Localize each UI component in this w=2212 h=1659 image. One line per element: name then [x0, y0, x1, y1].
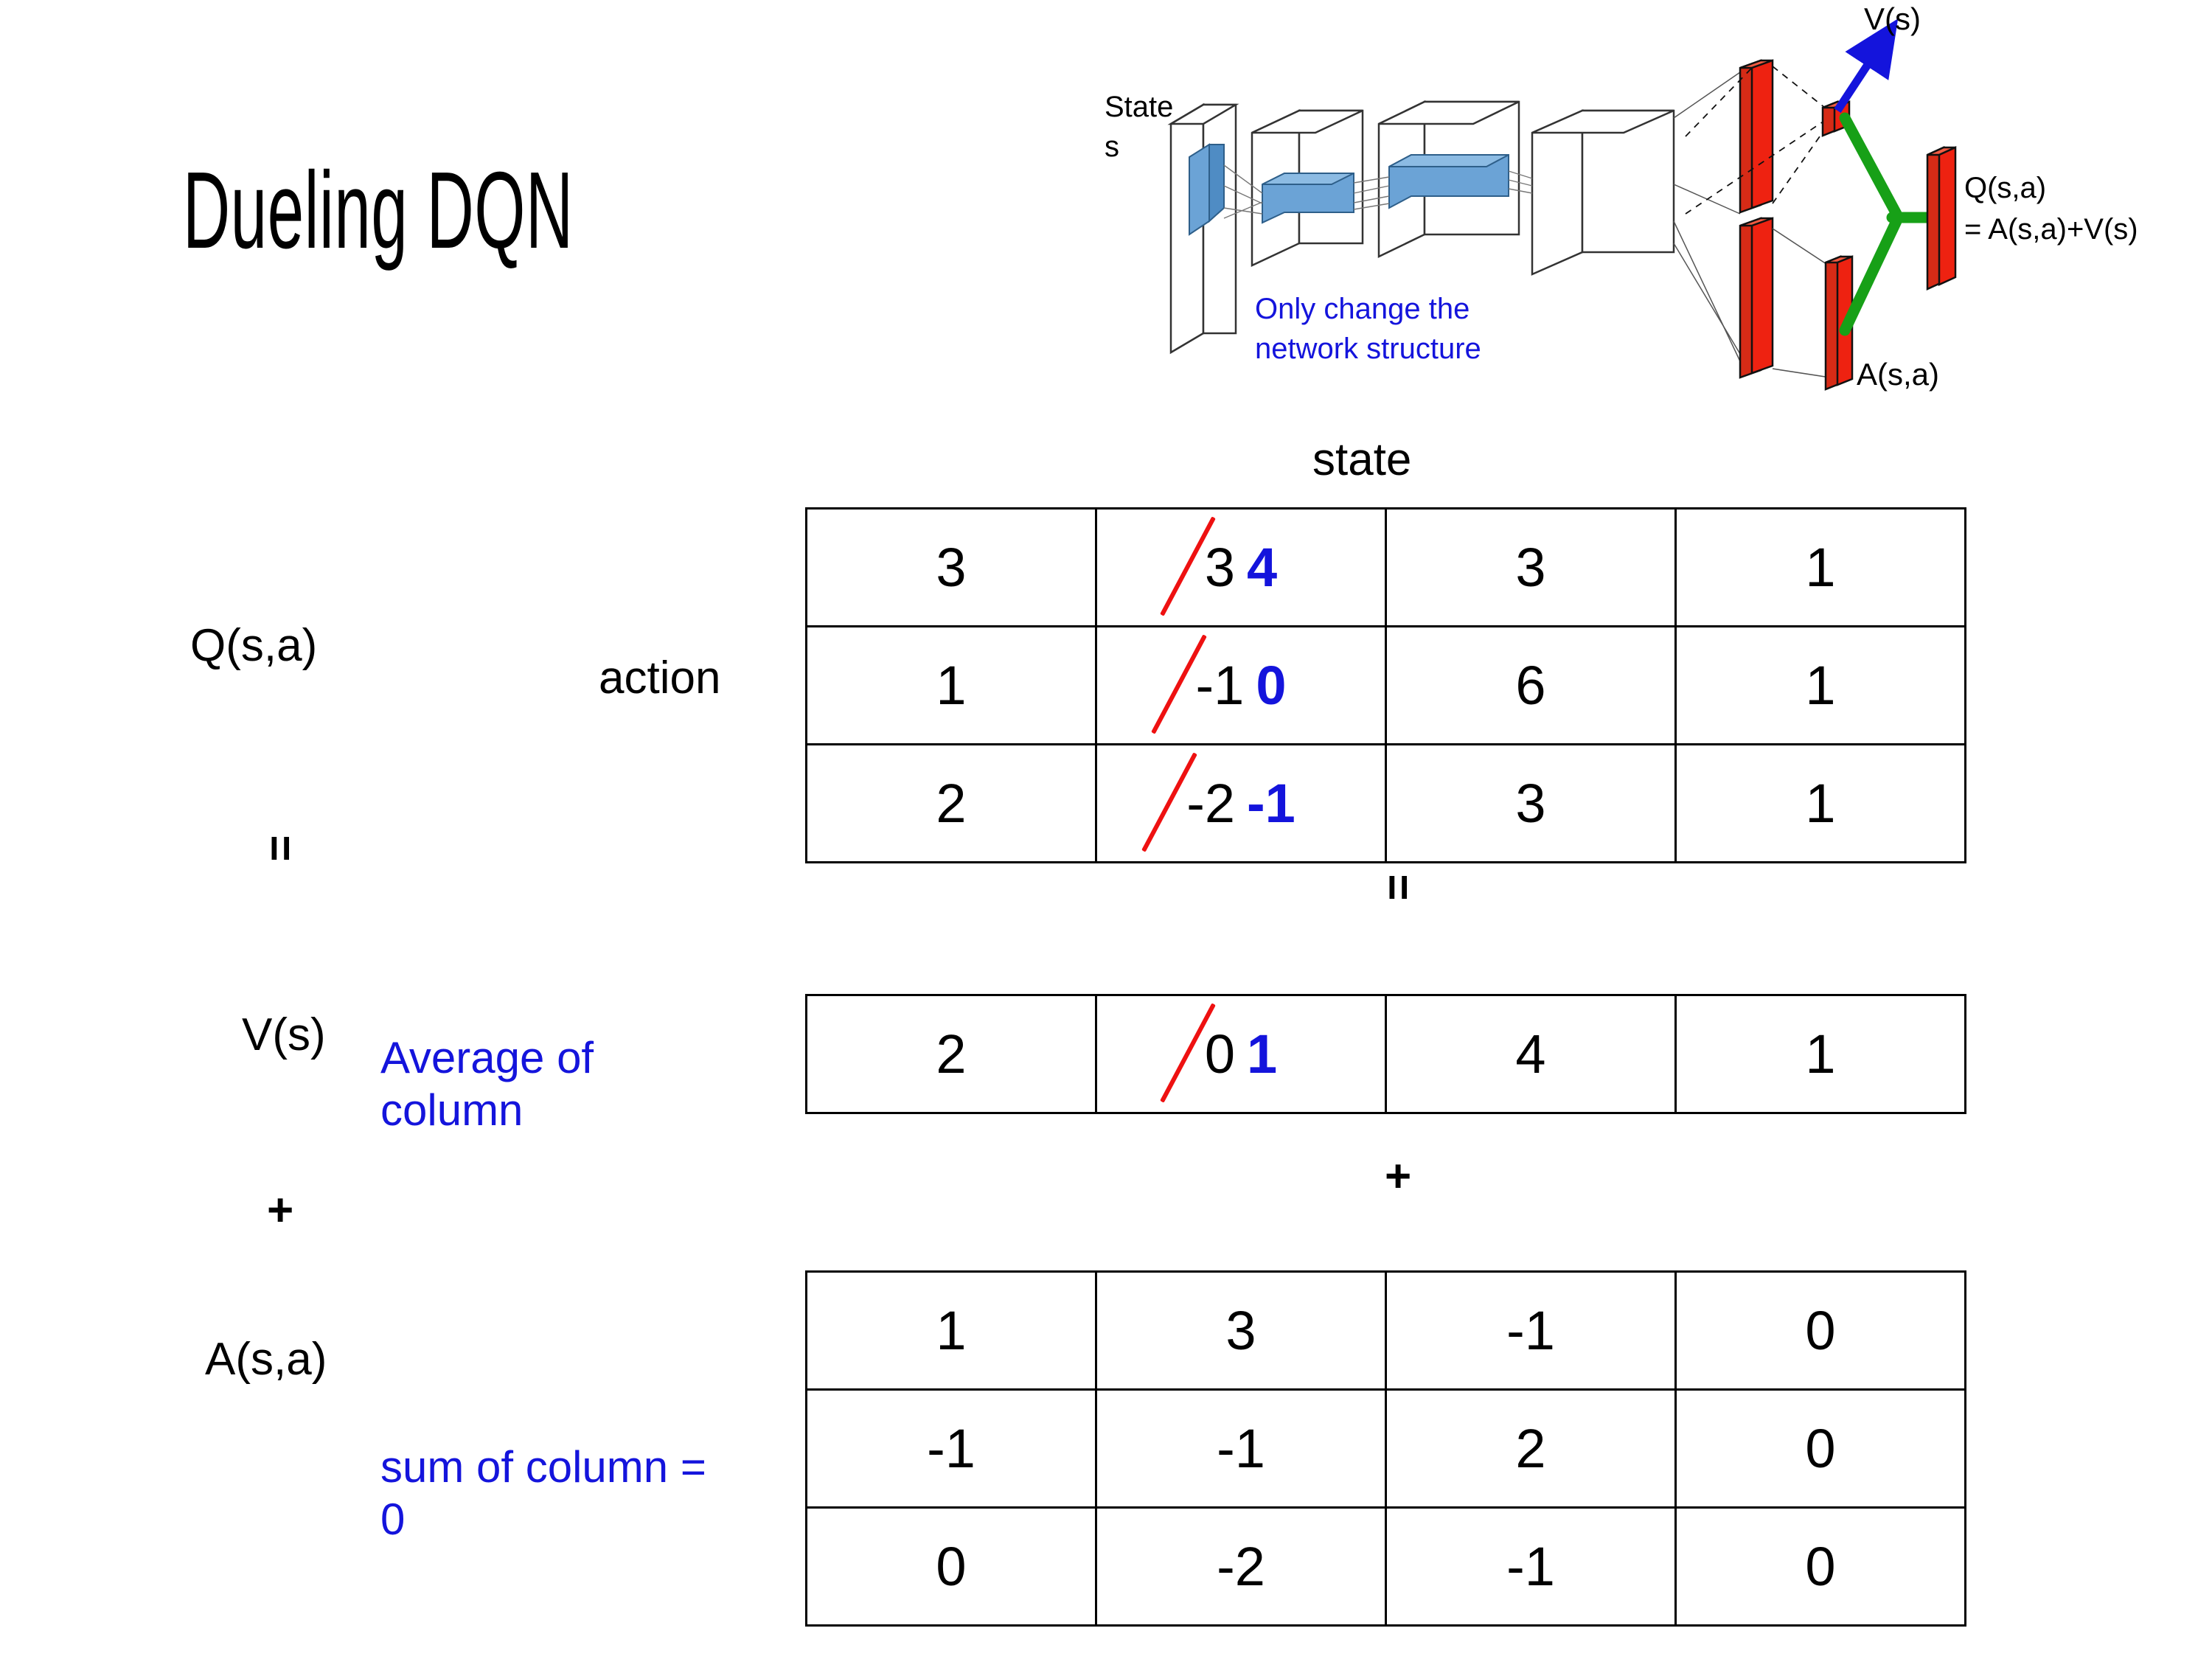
diagram-state-label-line1: State — [1105, 91, 1173, 123]
state-caption: state — [1312, 434, 1412, 485]
table-cell: -1 — [1095, 1388, 1387, 1509]
diagram-note-line1: Only change the — [1255, 293, 1470, 325]
table-cell: -1 — [1385, 1270, 1677, 1391]
corrected-new-value: 1 — [1247, 1023, 1278, 1085]
corrected-new-value: 0 — [1256, 655, 1287, 716]
struck-old-value: -2 — [1186, 773, 1235, 834]
equals-sign-between-q-and-v: = — [1372, 874, 1424, 901]
table-cell: 2 — [805, 743, 1097, 863]
corrected-new-value: -1 — [1247, 773, 1295, 834]
table-cell: 1 — [1674, 507, 1966, 627]
table-cell: 2 — [805, 994, 1097, 1114]
table-cell: 1 — [1674, 625, 1966, 745]
equals-sign-left: = — [254, 835, 306, 862]
table-cell: 2 — [1385, 1388, 1677, 1509]
table-cell: 3 — [1385, 743, 1677, 863]
table-cell-edited: -2-1 — [1095, 743, 1387, 863]
table-cell: 0 — [805, 1506, 1097, 1627]
average-of-column-note: Average of column — [380, 1033, 594, 1135]
diagram-v-output-label: V(s) — [1864, 1, 1921, 36]
page-title: Dueling DQN — [183, 150, 574, 271]
table-cell: 6 — [1385, 625, 1677, 745]
table-cell: 3 — [1385, 507, 1677, 627]
action-caption: action — [599, 653, 721, 703]
dueling-network-diagram: State s Only change the network structur… — [1091, 0, 2212, 420]
table-cell: -1 — [805, 1388, 1097, 1509]
table-cell: 0 — [1674, 1270, 1966, 1391]
diagram-note-line2: network structure — [1255, 333, 1481, 365]
corrected-new-value: 4 — [1247, 537, 1278, 598]
a-function-label: A(s,a) — [205, 1334, 327, 1385]
table-cell: 3 — [805, 507, 1097, 627]
plus-sign-left: + — [267, 1185, 294, 1236]
struck-old-value: 0 — [1204, 1023, 1235, 1085]
table-cell: 1 — [1674, 743, 1966, 863]
sum-of-column-note: sum of column = 0 — [380, 1442, 706, 1544]
table-cell: 1 — [1674, 994, 1966, 1114]
v-function-label: V(s) — [242, 1009, 326, 1060]
struck-old-value: -1 — [1195, 655, 1245, 716]
table-cell: 3 — [1095, 1270, 1387, 1391]
diagram-a-output-label: A(s,a) — [1857, 357, 1939, 392]
table-cell: -2 — [1095, 1506, 1387, 1627]
table-cell: 1 — [805, 625, 1097, 745]
table-cell: 0 — [1674, 1388, 1966, 1509]
struck-old-value: 3 — [1204, 537, 1235, 598]
table-cell: 4 — [1385, 994, 1677, 1114]
plus-sign-between-v-and-a: + — [1385, 1151, 1412, 1202]
table-cell: 1 — [805, 1270, 1097, 1391]
diagram-state-label-line2: s — [1105, 131, 1119, 163]
table-cell: -1 — [1385, 1506, 1677, 1627]
table-cell: 0 — [1674, 1506, 1966, 1627]
q-function-label: Q(s,a) — [190, 620, 318, 671]
diagram-q-output-label-line2: = A(s,a)+V(s) — [1964, 213, 2138, 246]
diagram-q-output-label-line1: Q(s,a) — [1964, 172, 2046, 204]
